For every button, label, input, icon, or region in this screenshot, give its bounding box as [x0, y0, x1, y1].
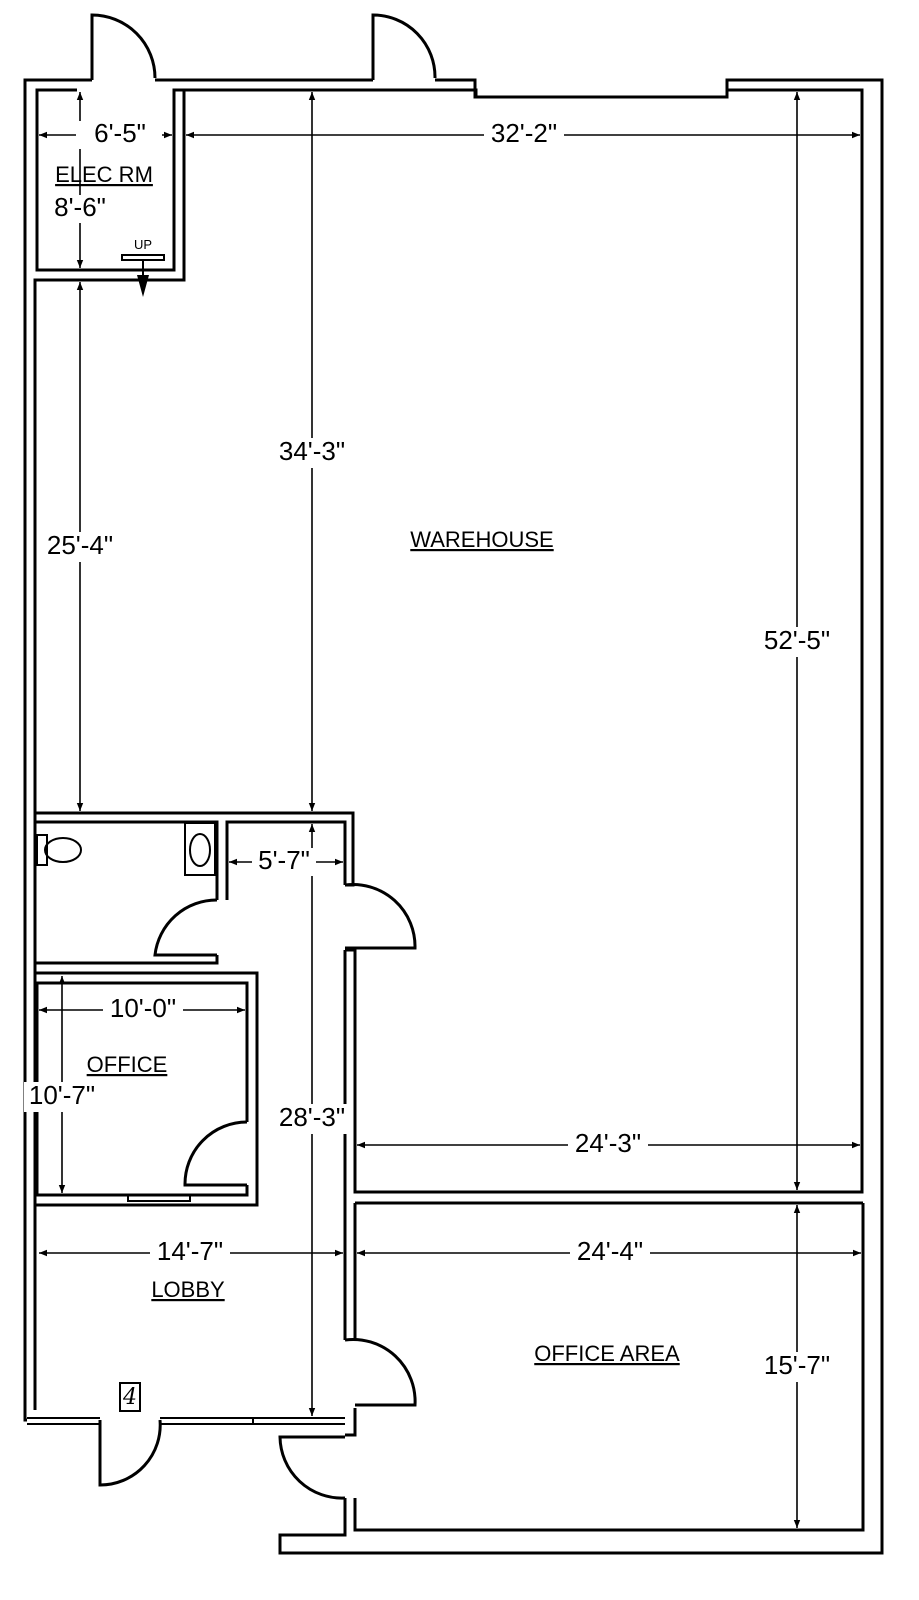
room-label-lobby: LOBBY [151, 1277, 225, 1302]
dim-office-area-depth: 15'-7" [764, 1350, 830, 1380]
door-office-area-entry [278, 1435, 346, 1500]
door-lobby-entry [98, 1419, 162, 1487]
door-office [183, 1120, 248, 1187]
dim-hall-width: 5'-7" [258, 845, 310, 875]
room-labels: ELEC RM WAREHOUSE OFFICE LOBBY OFFICE AR… [55, 162, 680, 1366]
dim-office-depth: 10'-7" [29, 1080, 95, 1110]
door-warehouse-top [371, 13, 437, 80]
room-label-office-area: OFFICE AREA [534, 1341, 680, 1366]
toilet-icon [36, 834, 82, 866]
room-label-office: OFFICE [87, 1052, 168, 1077]
dimension-labels: 6'-5" 8'-6" 32'-2" 34'-3" 25'-4" 52'-5" … [24, 118, 837, 1382]
door-elec-rm [90, 13, 157, 80]
unit-number-badge: 4 [119, 1382, 141, 1412]
door-office-area [344, 1337, 417, 1407]
dim-warehouse-width-bottom: 24'-3" [575, 1128, 641, 1158]
door-restroom [153, 898, 218, 957]
dim-office-width: 10'-0" [110, 993, 176, 1023]
stair-up-label: UP [134, 237, 152, 252]
dimension-lines [39, 92, 861, 1528]
stair-up-icon: UP [121, 237, 165, 297]
sink-icon [184, 822, 216, 876]
doors [90, 13, 437, 1500]
door-warehouse-hall [344, 883, 417, 950]
dim-warehouse-width-top: 32'-2" [491, 118, 557, 148]
dim-side-height: 25'-4" [47, 530, 113, 560]
dim-office-area-width: 24'-4" [577, 1236, 643, 1266]
dim-warehouse-mid-height: 34'-3" [279, 436, 345, 466]
unit-number: 4 [122, 1385, 137, 1410]
interior-walls [27, 811, 357, 1437]
exterior-walls [23, 78, 884, 1555]
dim-elec-depth: 8'-6" [54, 192, 106, 222]
dim-corridor-length: 28'-3" [279, 1102, 345, 1132]
dim-elec-width: 6'-5" [94, 118, 146, 148]
dim-lobby-width: 14'-7" [157, 1236, 223, 1266]
room-label-elec-rm: ELEC RM [55, 162, 153, 187]
dim-warehouse-height: 52'-5" [764, 625, 830, 655]
room-label-warehouse: WAREHOUSE [410, 527, 553, 552]
fixtures: UP 4 [36, 237, 216, 1412]
